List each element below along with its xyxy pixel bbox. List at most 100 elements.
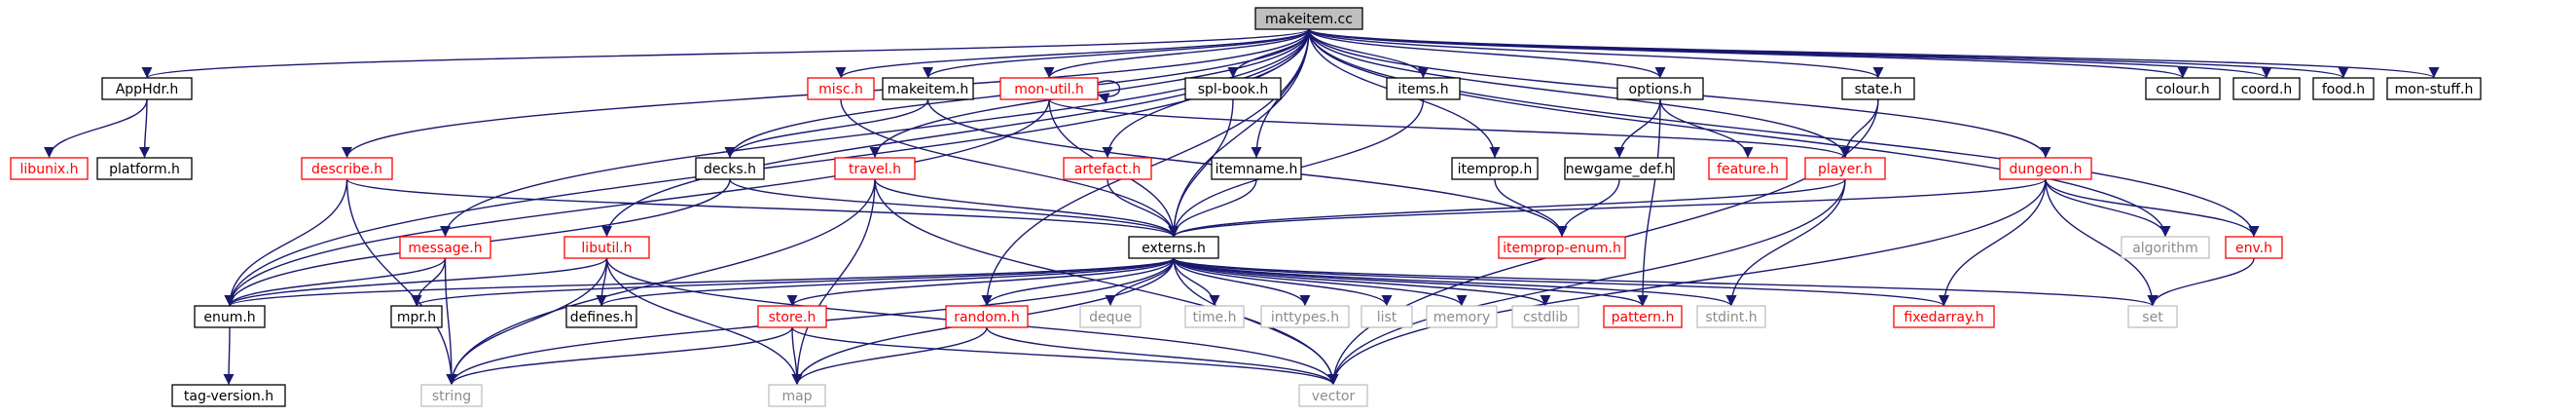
node-feature-h[interactable]: feature.h xyxy=(1708,157,1788,180)
node-label: algorithm xyxy=(2132,241,2198,256)
edge-externs-h-to-pattern-h xyxy=(1173,257,1649,307)
node-box xyxy=(1696,305,1766,328)
node-box xyxy=(1616,77,1704,100)
node-box xyxy=(1708,157,1788,180)
node-mpr-h[interactable]: mpr.h xyxy=(390,305,443,328)
node-string[interactable]: string xyxy=(420,384,483,407)
node-box xyxy=(1386,77,1461,100)
node-state-h[interactable]: state.h xyxy=(1841,77,1915,100)
node-time-h[interactable]: time.h xyxy=(1184,305,1245,328)
node-label: mpr.h xyxy=(397,310,436,325)
node-box xyxy=(1841,77,1915,100)
edge-externs-h-to-random-h xyxy=(981,257,1175,307)
edge-makeitem-cc-to-food-h xyxy=(1308,28,2349,79)
node-describe-h[interactable]: describe.h xyxy=(301,157,393,180)
node-food-h[interactable]: food.h xyxy=(2312,77,2375,100)
node-monutil-h[interactable]: mon-util.h xyxy=(999,77,1099,100)
node-label: dungeon.h xyxy=(2010,162,2083,177)
node-message-h[interactable]: message.h xyxy=(399,236,491,259)
node-label: set xyxy=(2142,310,2163,325)
node-set[interactable]: set xyxy=(2127,305,2178,328)
edge-externs-h-to-enum-h xyxy=(224,257,1175,307)
edge-externs-h-to-inttypes-h xyxy=(1173,257,1311,307)
node-pattern-h[interactable]: pattern.h xyxy=(1603,305,1683,328)
node-vector[interactable]: vector xyxy=(1298,384,1368,407)
edge-options-h-to-feature-h xyxy=(1659,98,1754,159)
node-box xyxy=(1128,236,1219,259)
node-libutil-h[interactable]: libutil.h xyxy=(563,236,650,259)
node-apphdr-h[interactable]: AppHdr.h xyxy=(101,77,193,100)
node-label: env.h xyxy=(2235,241,2272,256)
node-fixedarray-h[interactable]: fixedarray.h xyxy=(1893,305,1995,328)
node-label: enum.h xyxy=(203,310,255,325)
node-coord-h[interactable]: coord.h xyxy=(2232,77,2301,100)
edge-message-h-to-string xyxy=(444,257,457,386)
node-label: externs.h xyxy=(1142,241,1206,256)
node-platform-h[interactable]: platform.h xyxy=(96,157,193,180)
node-externs-h[interactable]: externs.h xyxy=(1128,236,1219,259)
node-box xyxy=(999,77,1099,100)
node-items-h[interactable]: items.h xyxy=(1386,77,1461,100)
node-makeitem-h[interactable]: makeitem.h xyxy=(882,77,974,100)
node-algorithm[interactable]: algorithm xyxy=(2121,236,2210,259)
edge-enum-h-to-tag-version-h xyxy=(223,326,235,386)
node-travel-h[interactable]: travel.h xyxy=(834,157,916,180)
node-defines-h[interactable]: defines.h xyxy=(565,305,637,328)
edge-travel-h-to-map xyxy=(791,178,876,386)
node-box xyxy=(2225,236,2283,259)
node-env-h[interactable]: env.h xyxy=(2225,236,2283,259)
edge-travel-h-to-externs-h xyxy=(874,178,1179,238)
node-enum-h[interactable]: enum.h xyxy=(194,305,266,328)
node-decks-h[interactable]: decks.h xyxy=(695,157,765,180)
node-label: options.h xyxy=(1629,82,1692,97)
edge-makeitem-cc-to-libutil-h xyxy=(600,28,1310,238)
node-memory[interactable]: memory xyxy=(1426,305,1498,328)
node-label: tag-version.h xyxy=(184,389,273,404)
node-stdint-h[interactable]: stdint.h xyxy=(1696,305,1766,328)
node-label: time.h xyxy=(1193,310,1237,325)
node-box xyxy=(2145,77,2221,100)
node-tag-version-h[interactable]: tag-version.h xyxy=(171,384,286,407)
node-player-h[interactable]: player.h xyxy=(1804,157,1886,180)
node-deque[interactable]: deque xyxy=(1079,305,1142,328)
node-label: misc.h xyxy=(818,82,863,97)
node-splbook-h[interactable]: spl-book.h xyxy=(1184,77,1282,100)
node-dungeon-h[interactable]: dungeon.h xyxy=(1999,157,2092,180)
node-box xyxy=(1498,236,1626,259)
node-makeitem-cc: makeitem.cc xyxy=(1254,7,1363,30)
node-box xyxy=(1184,77,1282,100)
node-map[interactable]: map xyxy=(768,384,826,407)
node-cstdlib[interactable]: cstdlib xyxy=(1511,305,1579,328)
edge-player-h-to-externs-h xyxy=(1168,178,1846,238)
node-random-h[interactable]: random.h xyxy=(945,305,1029,328)
edge-options-h-to-newgame-def-h xyxy=(1614,98,1661,159)
node-inttypes-h[interactable]: inttypes.h xyxy=(1260,305,1350,328)
node-label: makeitem.cc xyxy=(1265,12,1353,27)
node-label: spl-book.h xyxy=(1198,82,1269,97)
node-colour-h[interactable]: colour.h xyxy=(2145,77,2221,100)
node-label: artefact.h xyxy=(1074,162,1141,177)
node-monstuff-h[interactable]: mon-stuff.h xyxy=(2386,77,2482,100)
node-label: map xyxy=(781,389,812,404)
node-itemprop-enum-h[interactable]: itemprop-enum.h xyxy=(1498,236,1626,259)
node-itemprop-h[interactable]: itemprop.h xyxy=(1451,157,1539,180)
edge-dungeon-h-to-externs-h xyxy=(1168,178,2047,238)
edge-dungeon-h-to-fixedarray-h xyxy=(1938,178,2047,307)
edge-store-h-to-vector xyxy=(791,326,1339,386)
node-box xyxy=(945,305,1029,328)
edge-splbook-h-to-externs-h xyxy=(1168,98,1234,238)
node-libunix-h[interactable]: libunix.h xyxy=(10,157,89,180)
node-newgame-def-h[interactable]: newgame_def.h xyxy=(1564,157,1675,180)
node-artefact-h[interactable]: artefact.h xyxy=(1063,157,1152,180)
node-list[interactable]: list xyxy=(1361,305,1413,328)
node-label: store.h xyxy=(769,310,816,325)
node-label: colour.h xyxy=(2156,82,2209,97)
node-label: mon-stuff.h xyxy=(2395,82,2474,97)
node-misc-h[interactable]: misc.h xyxy=(807,77,875,100)
node-box xyxy=(1426,305,1498,328)
node-store-h[interactable]: store.h xyxy=(757,305,827,328)
node-box xyxy=(1603,305,1683,328)
node-itemname-h[interactable]: itemname.h xyxy=(1211,157,1302,180)
node-options-h[interactable]: options.h xyxy=(1616,77,1704,100)
edge-externs-h-to-list xyxy=(1173,257,1393,307)
